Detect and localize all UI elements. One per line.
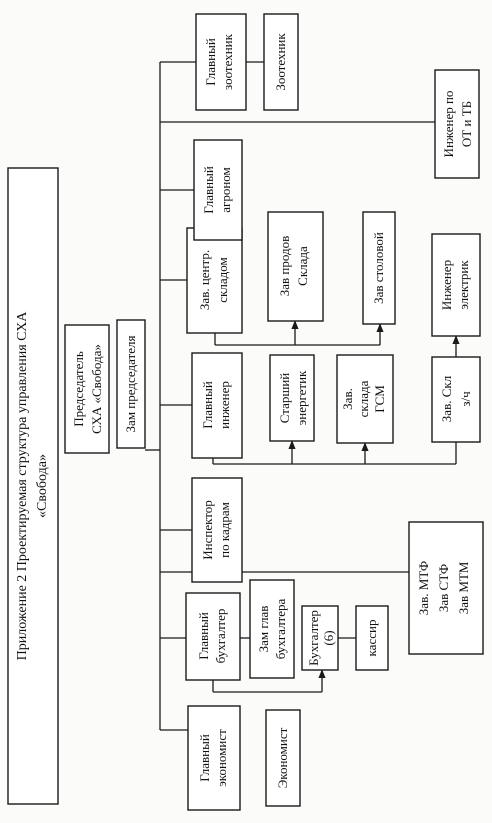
chief-engineer-box: Главный инженер — [191, 352, 243, 459]
parts-store-line-2: з/ч — [458, 391, 473, 407]
senior-power-engineer-box: Старший энергетик — [269, 354, 315, 442]
senior-power-engineer-line-2: энергетик — [294, 370, 309, 425]
safety-engineer-line-2: ОТ и ТБ — [459, 101, 474, 147]
accountant-box: Бухгалтер (6) — [301, 605, 339, 671]
chief-agronomist-box: Главный агроном — [193, 139, 243, 241]
hr-inspector-line-1: Инспектор — [200, 500, 215, 560]
chairman-line-1: Председатель — [71, 351, 86, 427]
electrician-line-2: электрик — [456, 260, 471, 310]
chief-agronomist-line-2: агроном — [218, 167, 233, 213]
chief-accountant-line-2: бухгалтер — [213, 609, 228, 664]
zootechnician-label: Зоотехник — [273, 33, 288, 91]
food-store-line-1: Зав продов — [277, 236, 292, 297]
central-store-line-2: складом — [215, 257, 230, 302]
electrician-line-1: Инженер — [439, 260, 454, 310]
farm-heads-line-1: Зав. МТФ — [416, 561, 431, 615]
canteen-box: Зав столовой — [362, 211, 396, 325]
parts-store-box: Зав. Скл з/ч — [431, 356, 481, 443]
deputy-accountant-line-2: бухгалтера — [273, 598, 288, 659]
economist-box: Экономист — [265, 709, 301, 807]
deputy-chairman-label: Зам председателя — [123, 336, 138, 433]
fuel-store-line-2: склада — [356, 380, 371, 417]
central-store-line-1: Зав. центр. — [197, 250, 212, 310]
farm-heads-line-3: Зав МТМ — [456, 561, 471, 614]
hr-inspector-line-2: по кадрам — [217, 502, 232, 558]
food-store-line-2: Склада — [295, 246, 310, 286]
fuel-store-line-1: Зав. — [340, 388, 355, 410]
chart-title-line-1: Приложение 2 Проектируемая структура упр… — [15, 311, 30, 661]
safety-engineer-line-1: Инженер по — [441, 91, 456, 158]
accountant-line-1: Бухгалтер — [306, 610, 321, 666]
chief-accountant-line-1: Главный — [196, 612, 211, 660]
chief-zootechnician-line-1: Главный — [203, 38, 218, 86]
chief-engineer-line-1: Главный — [200, 381, 215, 429]
chart-title: Приложение 2 Проектируемая структура упр… — [7, 167, 59, 805]
chairman-line-2: СХА «Свобода» — [89, 344, 104, 434]
food-store-box: Зав продов Склада — [267, 211, 324, 322]
electrician-box: Инженер электрик — [431, 233, 481, 337]
accountant-line-2: (6) — [321, 630, 336, 645]
chart-title-line-2: «Свобода» — [35, 454, 50, 518]
connector-lines — [145, 61, 460, 731]
canteen-label: Зав столовой — [371, 232, 386, 304]
chief-zootechnician-line-2: зоотехник — [220, 33, 235, 90]
safety-engineer-box: Инженер по ОТ и ТБ — [434, 69, 480, 179]
farm-heads-box: Зав. МТФ Зав СТФ Зав МТМ — [408, 521, 484, 655]
fuel-store-box: Зав. склада ГСМ — [336, 354, 394, 444]
deputy-chairman-box: Зам председателя — [116, 319, 146, 449]
cashier-label: кассир — [364, 620, 379, 657]
chief-engineer-line-2: инженер — [217, 381, 232, 429]
central-store-box: Зав. центр. складом — [186, 227, 243, 334]
senior-power-engineer-line-1: Старший — [277, 373, 292, 424]
farm-heads-line-2: Зав СТФ — [436, 564, 451, 612]
parts-store-line-1: Зав. Скл — [439, 375, 454, 422]
cashier-box: кассир — [355, 605, 389, 671]
fuel-store-line-3: ГСМ — [372, 385, 387, 413]
chief-economist-line-1: Главный — [197, 734, 212, 782]
chief-accountant-box: Главный бухгалтер — [185, 592, 241, 681]
chief-economist-box: Главный экономист — [187, 705, 241, 811]
deputy-accountant-box: Зам глав бухгалтера — [249, 579, 295, 679]
economist-label: Экономист — [275, 727, 290, 788]
chief-economist-line-2: экономист — [214, 729, 229, 787]
chief-agronomist-line-1: Главный — [201, 166, 216, 214]
zootechnician-box: Зоотехник — [263, 13, 299, 111]
chairman-box: Председатель СХА «Свобода» — [64, 324, 110, 454]
chief-zootechnician-box: Главный зоотехник — [195, 13, 247, 111]
hr-inspector-box: Инспектор по кадрам — [191, 477, 243, 583]
deputy-accountant-line-1: Зам глав — [256, 606, 271, 653]
